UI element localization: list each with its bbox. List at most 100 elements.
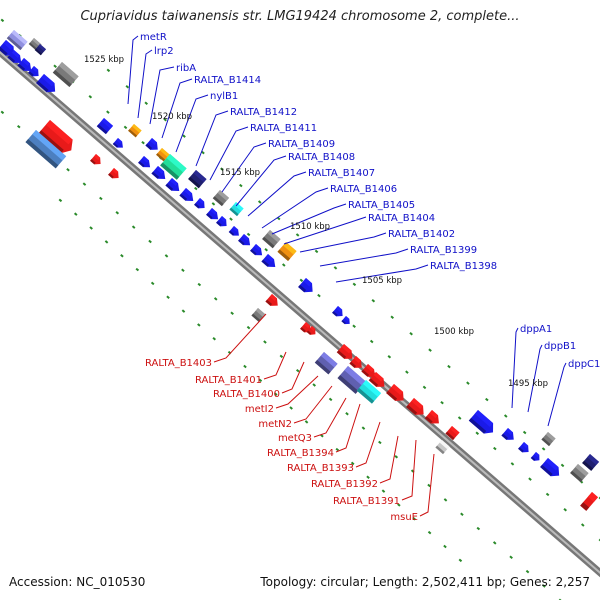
gene-feature[interactable] xyxy=(229,202,244,217)
gene-label[interactable]: RALTA_B1406 xyxy=(330,184,397,195)
gene-label[interactable]: RALTA_B1399 xyxy=(410,245,477,256)
gene-feature[interactable] xyxy=(349,356,365,371)
gene-label[interactable]: lrp2 xyxy=(154,46,174,57)
gene-label[interactable]: RALTA_B1412 xyxy=(230,107,297,118)
gene-label[interactable]: ribA xyxy=(176,63,196,74)
gene-feature[interactable] xyxy=(156,148,170,162)
gene-feature[interactable] xyxy=(96,118,114,135)
gene-feature[interactable] xyxy=(501,428,517,443)
gene-label[interactable]: RALTA_B1401 xyxy=(195,375,262,386)
gene-label[interactable]: RALTA_B1398 xyxy=(430,261,497,272)
gene-feature[interactable] xyxy=(265,294,281,309)
gene-feature[interactable] xyxy=(386,384,407,405)
leader-line xyxy=(161,78,193,139)
gene-feature[interactable] xyxy=(337,366,367,394)
gene-feature[interactable] xyxy=(188,170,207,189)
tick-dot xyxy=(279,354,284,359)
tick-dot xyxy=(295,233,300,237)
gene-feature[interactable] xyxy=(341,316,352,327)
gene-feature[interactable] xyxy=(277,242,297,261)
gene-feature[interactable] xyxy=(128,124,142,138)
gene-label[interactable]: RALTA_B1402 xyxy=(388,229,455,240)
gene-feature[interactable] xyxy=(36,74,59,96)
gene-feature[interactable] xyxy=(435,440,450,455)
gene-feature[interactable] xyxy=(361,364,378,381)
gene-label[interactable]: msuE xyxy=(390,512,418,523)
gene-feature[interactable] xyxy=(368,372,388,391)
gene-feature[interactable] xyxy=(112,138,126,151)
gene-feature[interactable] xyxy=(7,50,24,67)
gene-feature[interactable] xyxy=(179,188,196,205)
gene-label[interactable]: RALTA_B1404 xyxy=(368,213,435,224)
gene-feature[interactable] xyxy=(212,190,230,207)
gene-feature[interactable] xyxy=(356,380,382,404)
gene-feature[interactable] xyxy=(151,166,168,183)
gene-feature[interactable] xyxy=(468,410,498,438)
gene-label[interactable]: dppA1 xyxy=(520,324,552,335)
gene-label[interactable]: dppB1 xyxy=(544,341,576,352)
gene-label[interactable]: RALTA_B1400 xyxy=(213,389,280,400)
tick-dot xyxy=(125,85,130,89)
gene-feature[interactable] xyxy=(530,452,542,463)
gene-label[interactable]: RALTA_B1411 xyxy=(250,123,317,134)
gene-feature[interactable] xyxy=(424,410,443,427)
tick-dot xyxy=(0,110,5,115)
gene-label[interactable]: RALTA_B1414 xyxy=(194,75,261,86)
gene-feature[interactable] xyxy=(206,208,221,223)
gene-feature[interactable] xyxy=(138,156,153,171)
gene-feature[interactable] xyxy=(445,426,460,441)
gene-label[interactable]: RALTA_B1391 xyxy=(333,496,400,507)
gene-feature[interactable] xyxy=(38,120,77,157)
gene-feature[interactable] xyxy=(34,44,47,56)
gene-feature[interactable] xyxy=(165,178,182,195)
gene-label[interactable]: dppC1 xyxy=(568,359,600,370)
gene-label[interactable]: metR xyxy=(140,32,167,43)
tick-dot xyxy=(120,253,124,258)
gene-feature[interactable] xyxy=(0,40,18,60)
gene-feature[interactable] xyxy=(160,154,187,180)
gene-feature[interactable] xyxy=(251,308,266,323)
gene-label[interactable]: metN2 xyxy=(258,419,292,430)
gene-label[interactable]: RALTA_B1405 xyxy=(348,200,415,211)
gene-feature[interactable] xyxy=(406,398,427,419)
gene-label[interactable]: RALTA_B1403 xyxy=(145,358,212,369)
gene-feature[interactable] xyxy=(518,442,531,455)
gene-label[interactable]: nylB1 xyxy=(210,91,238,102)
leader-line xyxy=(235,155,287,207)
gene-feature[interactable] xyxy=(541,432,556,447)
gene-feature[interactable] xyxy=(25,130,67,169)
gene-label[interactable]: RALTA_B1408 xyxy=(288,152,355,163)
gene-feature[interactable] xyxy=(570,464,589,483)
gene-feature[interactable] xyxy=(314,352,338,375)
gene-feature[interactable] xyxy=(582,454,600,471)
gene-feature[interactable] xyxy=(194,198,207,211)
gene-label[interactable]: RALTA_B1407 xyxy=(308,168,375,179)
gene-label[interactable]: RALTA_B1393 xyxy=(287,463,354,474)
gene-label[interactable]: metQ3 xyxy=(278,433,312,444)
gene-feature[interactable] xyxy=(228,226,242,239)
gene-feature[interactable] xyxy=(145,138,161,153)
gene-feature[interactable] xyxy=(90,154,103,167)
gene-feature[interactable] xyxy=(262,230,281,249)
gene-feature[interactable] xyxy=(580,492,599,511)
gene-feature[interactable] xyxy=(17,58,34,75)
gene-feature[interactable] xyxy=(298,278,316,296)
gene-feature[interactable] xyxy=(28,66,41,79)
gene-label[interactable]: metI2 xyxy=(245,404,274,415)
gene-label[interactable]: RALTA_B1392 xyxy=(311,479,378,490)
gene-label[interactable]: RALTA_B1394 xyxy=(267,448,334,459)
gene-feature[interactable] xyxy=(250,244,265,259)
gene-feature[interactable] xyxy=(332,306,345,319)
gene-label[interactable]: RALTA_B1409 xyxy=(268,139,335,150)
leader-line xyxy=(247,171,307,217)
gene-feature[interactable] xyxy=(6,30,28,51)
gene-feature[interactable] xyxy=(540,458,563,480)
gene-feature[interactable] xyxy=(216,216,229,229)
gene-feature[interactable] xyxy=(261,254,278,271)
gene-feature[interactable] xyxy=(238,234,253,249)
gene-feature[interactable] xyxy=(108,168,121,181)
gene-feature[interactable] xyxy=(306,326,318,337)
gene-feature[interactable] xyxy=(336,344,356,363)
gene-feature[interactable] xyxy=(300,322,313,335)
gene-feature[interactable] xyxy=(52,62,79,87)
